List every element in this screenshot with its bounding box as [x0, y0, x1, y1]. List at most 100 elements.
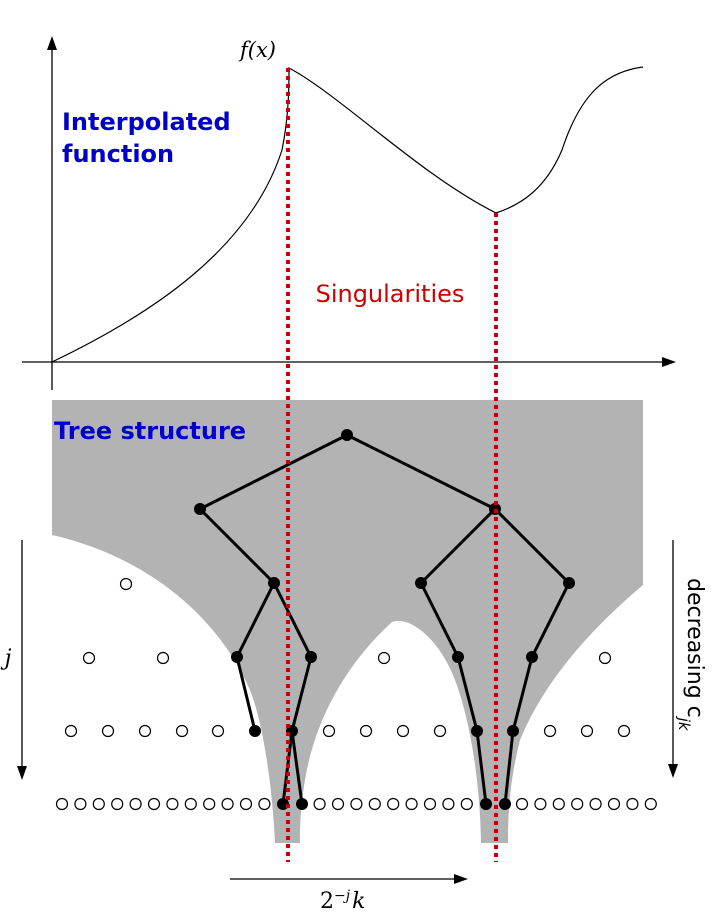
empty-coefficient	[580, 724, 594, 738]
empty-coefficient	[313, 797, 326, 811]
empty-coefficient	[119, 577, 133, 591]
empty-coefficient	[101, 724, 115, 738]
bottom-row-coefficients	[55, 797, 657, 811]
empty-coefficient	[396, 724, 410, 738]
decreasing-arrow: decreasing cjk	[668, 540, 707, 778]
tree-edge	[475, 729, 488, 806]
j-label: j	[0, 646, 12, 671]
position-label: 2−jk	[320, 888, 365, 914]
empty-coefficient	[129, 797, 142, 811]
tree-node	[415, 577, 427, 589]
empty-coefficient	[552, 797, 565, 811]
empty-coefficient	[377, 651, 391, 665]
y-axis-arrowhead	[47, 36, 57, 50]
empty-coefficient	[607, 797, 621, 811]
function-plot: f(x) Interpolated function	[22, 36, 676, 390]
tree-node-leaf	[296, 798, 308, 810]
tree-edge	[345, 433, 497, 511]
interpolated-label-line1: Interpolated	[62, 108, 231, 136]
tree-node	[526, 651, 538, 663]
position-label-k: k	[352, 889, 365, 914]
tree-edge	[503, 729, 515, 806]
decreasing-text: decreasing c	[682, 578, 707, 718]
position-label-exponent: −j	[334, 888, 351, 904]
tree-shaded-region	[52, 400, 643, 843]
empty-coefficient	[175, 724, 189, 738]
tree-edge	[272, 581, 313, 659]
decreasing-label-group: decreasing cjk	[675, 578, 707, 732]
tree-node	[268, 577, 280, 589]
tree-edge	[198, 507, 276, 585]
tree-edges	[198, 433, 571, 806]
tree-node	[563, 577, 575, 589]
empty-coefficient	[423, 797, 437, 811]
tree-edge	[419, 507, 497, 585]
tree-node	[194, 503, 206, 515]
tree-edge	[235, 655, 257, 733]
x-axis-arrowhead	[662, 357, 676, 367]
tree-node	[249, 725, 261, 737]
empty-coefficient	[442, 797, 455, 811]
empty-coefficient	[359, 724, 373, 738]
decreasing-arrow-head	[668, 764, 678, 778]
tree-node-root	[341, 429, 353, 441]
tree-structure-label: Tree structure	[54, 417, 246, 445]
tree-edge	[290, 729, 304, 806]
tree-node-leaf	[499, 798, 511, 810]
empty-coefficient	[331, 797, 345, 811]
tree-edge	[290, 655, 313, 733]
position-arrow-head	[454, 874, 468, 884]
tree-region: Tree structure	[52, 400, 657, 843]
empty-coefficient	[598, 651, 612, 665]
tree-edge	[198, 433, 349, 511]
empty-coefficient	[571, 797, 584, 811]
empty-coefficient	[111, 797, 124, 811]
interpolated-label-line2: function	[62, 140, 174, 168]
empty-coefficient	[644, 797, 657, 811]
empty-coefficient	[405, 797, 418, 811]
fx-label: f(x)	[238, 38, 276, 62]
empty-coefficient	[350, 797, 363, 811]
empty-coefficients	[64, 577, 631, 738]
empty-coefficient	[74, 797, 87, 811]
empty-coefficient	[368, 797, 381, 811]
j-arrow-head	[17, 766, 27, 780]
decreasing-subscript: jk	[675, 716, 693, 732]
tree-node	[507, 725, 519, 737]
position-arrow: 2−jk	[230, 874, 468, 914]
empty-coefficient	[239, 797, 253, 811]
tree-node	[231, 651, 243, 663]
empty-coefficient	[322, 724, 336, 738]
empty-coefficient	[460, 797, 473, 811]
empty-coefficient	[64, 724, 78, 738]
empty-coefficient	[515, 797, 529, 811]
empty-coefficient	[387, 797, 400, 811]
empty-coefficient	[626, 797, 639, 811]
empty-coefficient	[617, 724, 631, 738]
tree-edge	[235, 581, 276, 659]
empty-coefficient	[203, 797, 216, 811]
empty-coefficient	[433, 724, 447, 738]
tree-edge	[456, 655, 479, 733]
empty-coefficient	[138, 724, 152, 738]
empty-coefficient	[82, 651, 96, 665]
j-arrow: j	[0, 540, 27, 780]
position-label-base: 2	[320, 889, 334, 914]
empty-coefficient	[258, 797, 271, 811]
empty-coefficient	[92, 797, 105, 811]
empty-coefficient	[543, 724, 557, 738]
function-curve	[51, 66, 644, 363]
tree-edge	[530, 581, 571, 659]
tree-edge	[511, 655, 534, 733]
empty-coefficient	[147, 797, 161, 811]
empty-coefficient	[589, 797, 602, 811]
tree-edge	[419, 581, 460, 659]
tree-node	[471, 725, 483, 737]
tree-node	[452, 651, 464, 663]
empty-coefficient	[55, 797, 69, 811]
tree-node	[305, 651, 317, 663]
empty-coefficient	[211, 724, 225, 738]
singularities-label: Singularities	[316, 280, 465, 308]
empty-coefficient	[534, 797, 547, 811]
